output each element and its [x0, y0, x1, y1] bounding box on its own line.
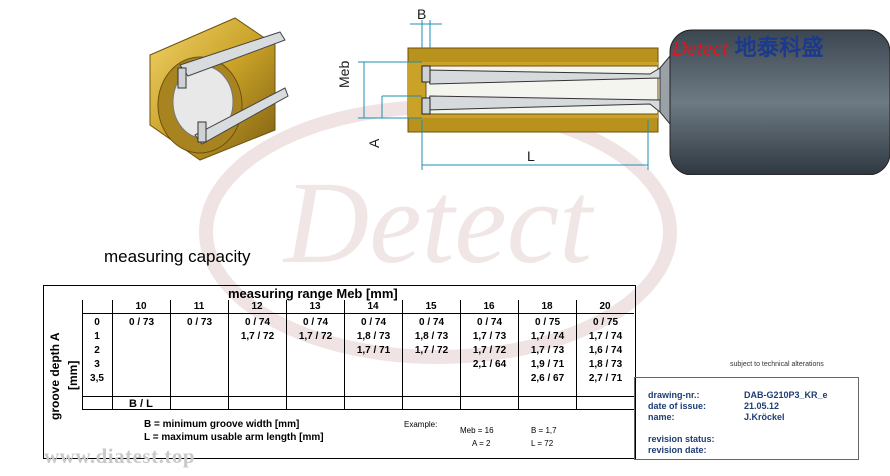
table-cell: 1,7 / 73	[530, 345, 565, 356]
table-cell: 0 / 74	[244, 317, 271, 328]
example-meb: Meb = 16	[460, 426, 494, 435]
table-cell: 0 / 74	[476, 317, 503, 328]
row-depth: 0	[94, 317, 100, 328]
row-axis-unit: [mm]	[66, 360, 80, 390]
col-header: 10	[135, 301, 147, 312]
dim-label-l: L	[527, 148, 535, 164]
table-cell: 1,7 / 72	[240, 331, 275, 342]
table-cell: 0 / 75	[592, 317, 619, 328]
table-cell: 0 / 74	[418, 317, 445, 328]
table-cell: 0 / 75	[534, 317, 561, 328]
row-depth: 3,5	[90, 373, 104, 384]
table-cell: 1,7 / 72	[472, 345, 507, 356]
table-cell: 0 / 74	[360, 317, 387, 328]
col-header: 11	[193, 301, 205, 312]
table-cell: 1,7 / 71	[356, 345, 391, 356]
legend-l: L = maximum usable arm length [mm]	[144, 432, 324, 443]
name-label: name:	[648, 412, 675, 422]
table-cell: 1,7 / 73	[472, 331, 507, 342]
col-header: 16	[483, 301, 495, 312]
table-cell: 1,8 / 73	[588, 359, 623, 370]
brand-chinese: 地泰科盛	[734, 35, 824, 60]
table-cell: 2,1 / 64	[472, 359, 507, 370]
title-block	[634, 377, 859, 460]
row-depth: 1	[94, 331, 100, 342]
dim-label-a: A	[366, 138, 382, 148]
capacity-table	[43, 285, 636, 459]
watermark-text: Detect	[282, 157, 595, 288]
issue-date-label: date of issue:	[648, 401, 707, 411]
example-a: A = 2	[472, 439, 491, 448]
range-title: measuring range Meb [mm]	[228, 286, 398, 301]
drawing-nr-value: DAB-G210P3_KR_e	[744, 390, 828, 400]
dim-label-b: B	[417, 6, 427, 22]
table-cell: 1,7 / 72	[298, 331, 333, 342]
example-l: L = 72	[531, 439, 554, 448]
table-cell: 1,7 / 74	[530, 331, 565, 342]
issue-date-value: 21.05.12	[744, 401, 780, 411]
row-axis-label: groove depth A	[48, 332, 62, 420]
table-cell: 1,8 / 73	[356, 331, 391, 342]
example-b: B = 1,7	[531, 426, 557, 435]
site-url: www.diatest.top	[44, 444, 196, 468]
drawing-nr-label: drawing-nr.:	[648, 390, 700, 400]
isometric-drawing	[149, 17, 289, 161]
col-header: 14	[367, 301, 379, 312]
col-header: 20	[599, 301, 611, 312]
revision-date-label: revision date:	[648, 445, 707, 455]
dim-label-meb: Meb	[336, 60, 352, 88]
col-header: 15	[425, 301, 437, 312]
table-cell: 1,7 / 74	[588, 331, 623, 342]
table-cell: 0 / 73	[186, 317, 213, 328]
table-cell: 0 / 73	[128, 317, 155, 328]
row-depth: 2	[94, 345, 100, 356]
tech-note: subject to technical alterations	[730, 361, 824, 368]
section-heading: measuring capacity	[104, 247, 251, 266]
section-drawing	[358, 20, 890, 175]
brand-latin: Detect	[672, 36, 729, 60]
table-cell: 1,7 / 72	[414, 345, 449, 356]
table-cell: 2,7 / 71	[588, 373, 623, 384]
name-value: J.Kröckel	[744, 412, 785, 422]
bl-label: B / L	[129, 398, 153, 410]
col-header: 13	[309, 301, 321, 312]
legend-b: B = minimum groove width [mm]	[144, 419, 300, 430]
col-header: 18	[541, 301, 553, 312]
table-cell: 2,6 / 67	[530, 373, 565, 384]
table-cell: 1,9 / 71	[530, 359, 565, 370]
revision-status-label: revision status:	[648, 434, 715, 444]
table-cell: 1,6 / 74	[588, 345, 623, 356]
example-label: Example:	[404, 420, 438, 429]
table-cell: 0 / 74	[302, 317, 329, 328]
col-header: 12	[251, 301, 263, 312]
row-depth: 3	[94, 359, 100, 370]
table-cell: 1,8 / 73	[414, 331, 449, 342]
